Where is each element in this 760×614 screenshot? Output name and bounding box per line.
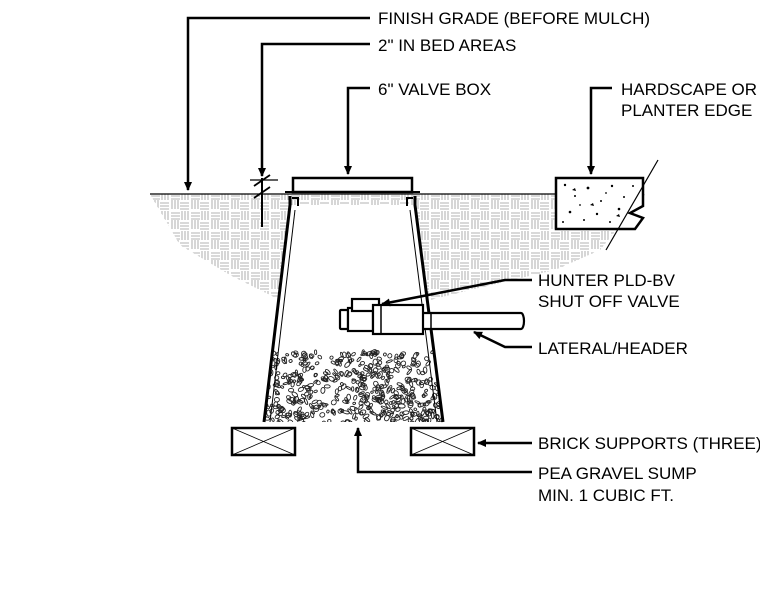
label-valve-box: 6" VALVE BOX <box>378 80 491 99</box>
leader-gravel <box>354 427 532 474</box>
leader-bed-areas <box>258 42 370 177</box>
label-gravel-line1: PEA GRAVEL SUMP <box>538 464 697 483</box>
label-lateral: LATERAL/HEADER <box>538 339 688 358</box>
leader-lines <box>184 16 612 474</box>
label-finish-grade: FINISH GRADE (BEFORE MULCH) <box>378 9 650 28</box>
bed-depth-dimension <box>250 174 278 227</box>
pea-gravel-sump <box>264 349 443 422</box>
hardscape-edge <box>554 159 659 251</box>
brick-support-left <box>230 426 297 457</box>
leader-valve-box <box>344 86 370 175</box>
label-hardscape-line2: PLANTER EDGE <box>621 101 752 120</box>
valve-box-lid <box>285 176 420 206</box>
label-hunter-line2: SHUT OFF VALVE <box>538 292 680 311</box>
label-hardscape-line1: HARDSCAPE OR <box>621 80 757 99</box>
leader-hunter <box>381 278 532 307</box>
shut-off-valve <box>338 297 425 336</box>
leader-hardscape <box>587 86 612 175</box>
leader-lateral <box>473 330 532 349</box>
label-hunter-line1: HUNTER PLD-BV <box>538 271 676 290</box>
lateral-header-pipe <box>422 311 526 331</box>
brick-support-right <box>409 426 476 457</box>
label-brick-supports: BRICK SUPPORTS (THREE) <box>538 434 760 453</box>
label-bed-areas: 2" IN BED AREAS <box>378 36 516 55</box>
leader-finish-grade <box>184 16 370 191</box>
label-gravel-line2: MIN. 1 CUBIC FT. <box>538 486 674 505</box>
